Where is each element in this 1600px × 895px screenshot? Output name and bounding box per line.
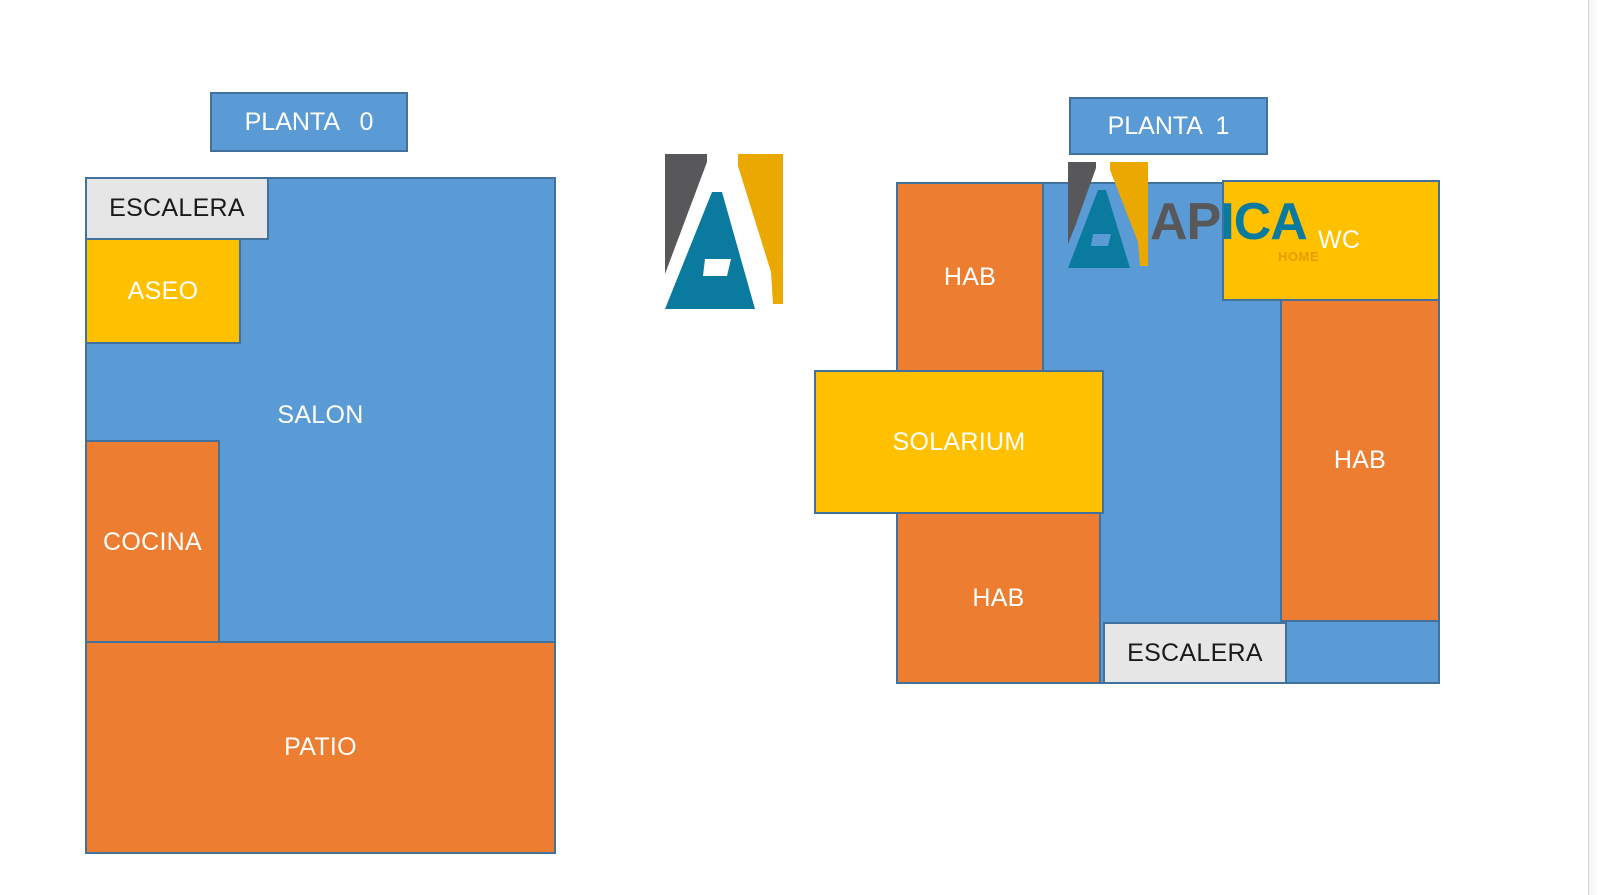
room-hab-right-label: HAB <box>1333 446 1387 474</box>
room-patio-label: PATIO <box>284 733 357 761</box>
room-cocina-label: COCINA <box>102 527 203 556</box>
room-cocina: COCINA <box>85 440 220 644</box>
room-escalera-1-label: ESCALERA <box>1127 638 1263 667</box>
room-patio: PATIO <box>85 641 556 854</box>
room-wc: WC <box>1222 180 1440 301</box>
watermark-subtitle: HOME <box>1278 249 1319 264</box>
room-aseo-label: ASEO <box>127 276 199 305</box>
room-hab-top-label: HAB <box>943 262 997 291</box>
room-wc-label: WC <box>1318 226 1361 254</box>
room-hab-right: HAB <box>1280 299 1440 622</box>
apica-watermark-icon <box>1068 162 1148 268</box>
room-salon-label: SALON <box>277 400 364 429</box>
room-solarium: SOLARIUM <box>814 370 1104 514</box>
watermark-brand: APICA <box>1150 193 1308 251</box>
room-escalera-0: ESCALERA <box>85 177 269 240</box>
room-hab-bottom-label: HAB <box>972 583 1025 612</box>
watermark-brand-part1: AP <box>1150 193 1221 251</box>
room-hab-bottom: HAB <box>896 512 1101 684</box>
floor-1-title-text: PLANTA 1 <box>1107 111 1230 140</box>
room-escalera-1: ESCALERA <box>1103 622 1287 684</box>
watermark-brand-part2: ICA <box>1220 193 1308 251</box>
slide-edge <box>1588 0 1599 895</box>
floor-0-title-text: PLANTA 0 <box>244 107 374 136</box>
apica-logo-icon <box>665 154 783 309</box>
room-aseo: ASEO <box>85 238 241 344</box>
floor-0-title: PLANTA 0 <box>210 92 408 152</box>
room-escalera-0-label: ESCALERA <box>109 194 245 222</box>
room-solarium-label: SOLARIUM <box>892 427 1026 456</box>
room-hab-top: HAB <box>896 182 1044 372</box>
floor-1-title: PLANTA 1 <box>1069 97 1268 155</box>
